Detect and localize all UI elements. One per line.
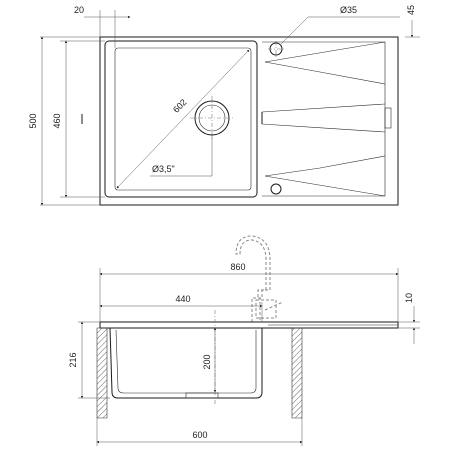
bowl-outer-rim xyxy=(104,40,258,198)
drainboard xyxy=(261,41,392,197)
cabinet-wall-right xyxy=(291,327,303,419)
bowl-inner xyxy=(114,47,252,191)
dim-rim-thickness: 10 xyxy=(404,293,414,303)
dim-rim-offset: 20 xyxy=(74,5,84,15)
dim-bowl-width: 440 xyxy=(175,294,190,304)
faucet xyxy=(235,235,271,322)
dim-bowl-depth: 460 xyxy=(52,113,62,128)
sink-outline xyxy=(99,36,399,206)
section-view: 860 440 10 216 200 600 xyxy=(68,235,420,446)
dim-overall-depth: 500 xyxy=(28,113,38,128)
bowl-profile xyxy=(109,327,263,399)
dim-bowl-height: 200 xyxy=(202,354,212,369)
top-view: 20 Ø35 45 500 460 602 Ø3,5" xyxy=(28,5,420,206)
cabinet-wall-left xyxy=(96,327,108,419)
overflow-hole xyxy=(270,183,282,195)
dim-bowl-diagonal: 602 xyxy=(171,97,189,115)
dim-hole-diameter: Ø35 xyxy=(340,5,357,15)
dim-cabinet-width: 600 xyxy=(192,430,207,440)
dim-overall-length: 860 xyxy=(230,262,245,272)
dim-drain-diameter: Ø3,5" xyxy=(152,164,175,174)
dim-corner-offset: 45 xyxy=(406,5,416,15)
dim-total-height: 216 xyxy=(68,352,78,367)
